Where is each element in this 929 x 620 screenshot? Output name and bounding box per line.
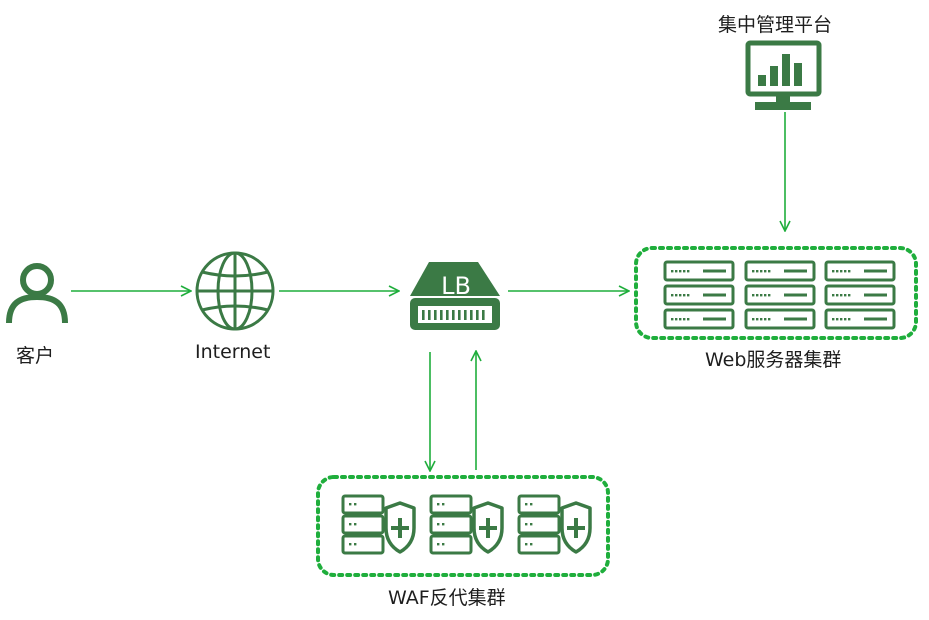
web-cluster-label: Web服务器集群	[705, 349, 842, 371]
server-unit-icon	[744, 308, 816, 330]
load-balancer-icon: LB	[410, 262, 500, 330]
web-cluster-border	[634, 246, 918, 340]
server-shield-icon	[341, 494, 416, 555]
lb-badge-text: LB	[441, 272, 471, 300]
connector-arrows	[71, 112, 785, 470]
server-unit-icon	[824, 260, 896, 282]
server-unit-icon	[824, 284, 896, 306]
server-unit-icon	[663, 284, 735, 306]
waf-cluster	[316, 475, 610, 577]
server-shield-icon	[429, 494, 504, 555]
server-unit-icon	[744, 260, 816, 282]
server-shield-icon	[517, 494, 592, 555]
waf-cluster-label: WAF反代集群	[388, 587, 506, 609]
web-server-cluster	[634, 246, 918, 340]
monitor-chart-icon	[745, 40, 822, 110]
client-label: 客户	[16, 345, 55, 367]
management-label: 集中管理平台	[718, 14, 833, 36]
user-icon	[6, 263, 68, 324]
waf-cluster-border	[316, 475, 610, 577]
server-unit-icon	[744, 284, 816, 306]
server-unit-icon	[824, 308, 896, 330]
globe-icon	[195, 251, 275, 331]
internet-label: Internet	[195, 341, 271, 363]
server-unit-icon	[663, 260, 735, 282]
server-unit-icon	[663, 308, 735, 330]
